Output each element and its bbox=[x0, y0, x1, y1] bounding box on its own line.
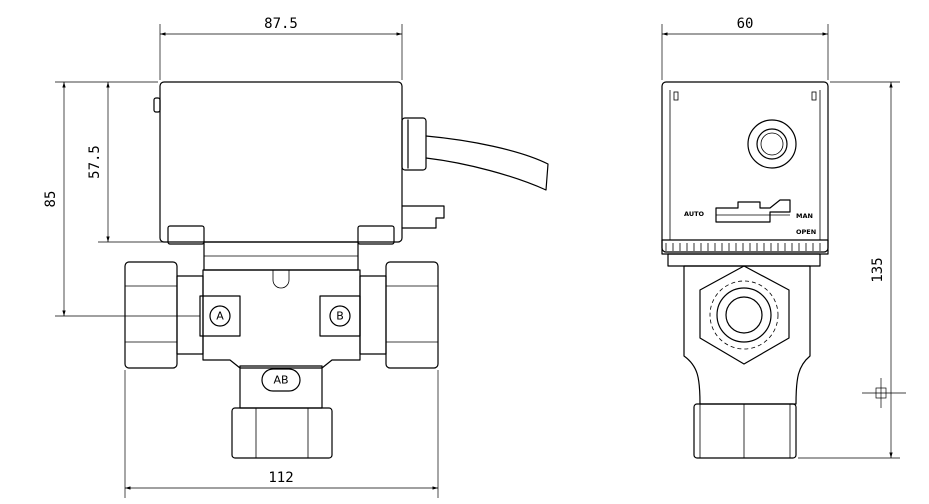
actuator-housing bbox=[159, 81, 403, 243]
center-mark bbox=[862, 378, 906, 408]
hex-nut bbox=[699, 265, 790, 365]
switch-label-man: MAN bbox=[796, 212, 813, 220]
dim-height-outer: 85 bbox=[43, 191, 59, 208]
dim-width-bottom: 112 bbox=[268, 470, 293, 486]
dim-width-top-right: 60 bbox=[737, 16, 754, 32]
side-valve-body bbox=[683, 265, 811, 405]
manual-knob bbox=[747, 119, 797, 169]
side-view: AUTO MAN OPEN 60 135 bbox=[661, 16, 906, 459]
port-b-plate bbox=[319, 295, 361, 337]
dim-height-right: 135 bbox=[870, 257, 886, 282]
port-ab-label: AB bbox=[273, 374, 288, 387]
manual-lever bbox=[715, 199, 791, 223]
vent-slots bbox=[665, 243, 821, 251]
port-b-label: B bbox=[336, 310, 344, 323]
switch-label-open: OPEN bbox=[796, 228, 816, 236]
dim-height-inner: 57.5 bbox=[87, 145, 103, 179]
cable-gland bbox=[401, 117, 427, 171]
dim-width-top-left: 87.5 bbox=[264, 16, 298, 32]
front-view: A B AB 87.5 57.5 85 112 bbox=[43, 16, 549, 498]
power-cable bbox=[425, 135, 549, 191]
port-a-label: A bbox=[216, 310, 224, 323]
side-actuator-housing bbox=[661, 81, 829, 253]
switch-label-auto: AUTO bbox=[684, 210, 705, 218]
port-ab-plate bbox=[261, 368, 301, 392]
